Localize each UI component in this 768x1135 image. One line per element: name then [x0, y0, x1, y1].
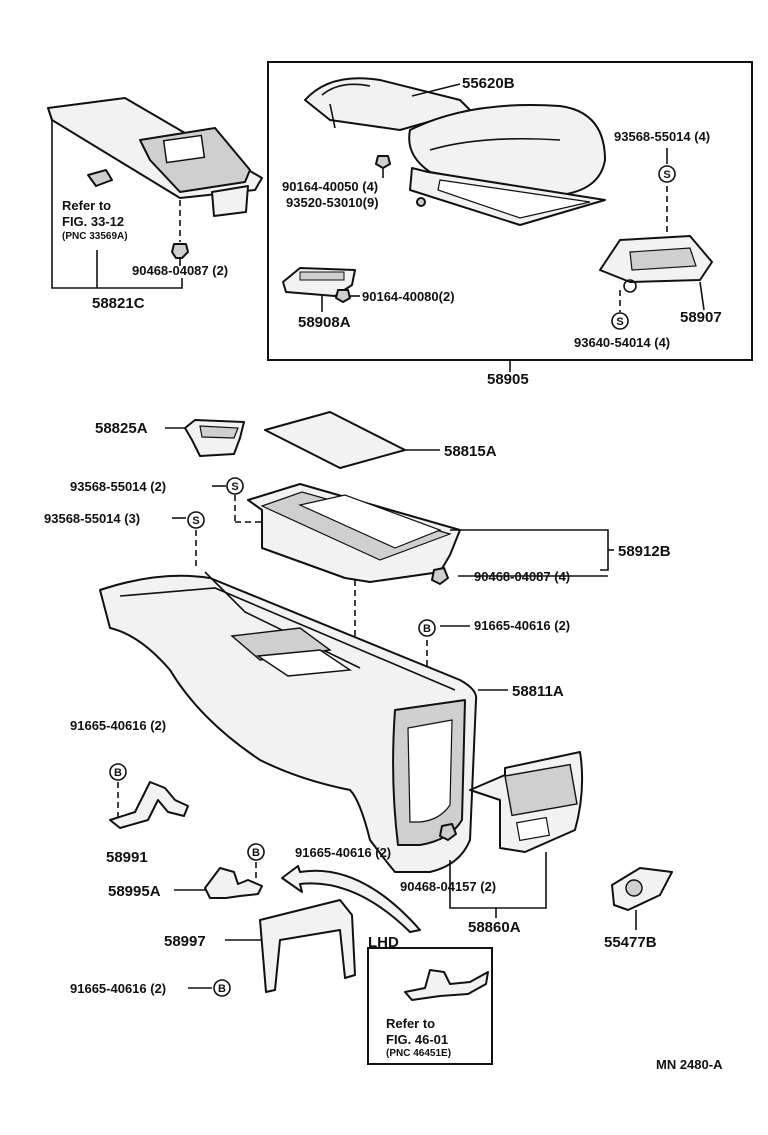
label-91665-40616-a: 91665-40616 (2): [474, 618, 571, 633]
label-refer1-line2: FIG. 33-12: [62, 214, 125, 229]
part-58811A: [99, 571, 478, 873]
label-93640-54014: 93640-54014 (4): [574, 335, 671, 350]
part-58860A: [469, 751, 584, 853]
part-55620B: [304, 77, 471, 131]
label-58907: 58907: [680, 309, 722, 326]
part-58825A: [184, 419, 245, 457]
screw-90164-40050: [375, 155, 391, 178]
part-lhd-bracket: [404, 969, 489, 1001]
label-refer2-line1: Refer to: [386, 1016, 436, 1031]
svg-text:S: S: [663, 169, 670, 181]
label-refer2-line2: FIG. 46-01: [386, 1032, 449, 1047]
label-58815A: 58815A: [444, 443, 497, 460]
part-58815A: [264, 411, 406, 469]
label-91665-40616-b: 91665-40616 (2): [70, 718, 167, 733]
label-55477B: 55477B: [604, 934, 657, 951]
label-58995A: 58995A: [108, 883, 161, 900]
badge-s-93568-55014-4: S: [658, 165, 676, 183]
label-55620B: 55620B: [462, 75, 515, 92]
part-58912B: [247, 483, 461, 583]
part-58907: [599, 235, 713, 293]
badge-b-91665-40616-a: B: [418, 619, 436, 637]
label-refer2-line3: (PNC 46451E): [386, 1048, 452, 1059]
part-58995A: [204, 867, 263, 899]
badge-b-91665-40616-d: B: [213, 979, 231, 997]
label-58821C: 58821C: [92, 295, 145, 312]
label-90164-40050: 90164-40050 (4): [282, 179, 379, 194]
badge-s-93568-55014-3: S: [187, 511, 205, 529]
badge-b-91665-40616-c: B: [247, 843, 265, 861]
badge-s-93640-54014: S: [611, 312, 629, 330]
screw-90164-40080: [335, 289, 360, 303]
label-90468-04087-a: 90468-04087 (2): [132, 263, 229, 278]
part-58997: [259, 899, 356, 993]
badge-b-91665-40616-b: B: [109, 763, 127, 781]
part-58908A: [282, 267, 356, 297]
label-lhd: LHD: [368, 934, 399, 951]
svg-text:B: B: [218, 983, 226, 995]
label-91665-40616-d: 91665-40616 (2): [70, 981, 167, 996]
leader-58821C: [51, 120, 183, 289]
screw-90468-04087-lower: [431, 567, 449, 585]
part-58991: [109, 781, 189, 829]
screw-93520-53010: [416, 197, 426, 207]
arrow-to-lhd: [281, 865, 421, 933]
svg-text:S: S: [616, 316, 623, 328]
label-93520-53010: 93520-53010(9): [286, 195, 379, 210]
svg-text:B: B: [423, 623, 431, 635]
clip-58821C: [87, 169, 113, 187]
label-figure-code: MN 2480-A: [656, 1057, 723, 1072]
label-58991: 58991: [106, 849, 148, 866]
label-90468-04087-b: 90468-04087 (4): [474, 569, 571, 584]
label-58860A: 58860A: [468, 919, 521, 936]
screw-90468-04087-upper: [171, 243, 189, 266]
label-93568-55014-3: 93568-55014 (3): [44, 511, 141, 526]
label-58825A: 58825A: [95, 420, 148, 437]
label-refer1-line3: (PNC 33569A): [62, 231, 128, 242]
badge-s-93568-55014-2: S: [226, 477, 244, 495]
svg-text:S: S: [231, 481, 238, 493]
label-refer1-line1: Refer to: [62, 198, 112, 213]
label-58912B: 58912B: [618, 543, 671, 560]
label-58811A: 58811A: [512, 683, 564, 700]
box-lhd: [367, 947, 493, 1065]
svg-text:S: S: [192, 515, 199, 527]
label-90164-40080: 90164-40080(2): [362, 289, 455, 304]
label-58997: 58997: [164, 933, 206, 950]
svg-text:B: B: [114, 767, 122, 779]
label-58908A: 58908A: [298, 314, 351, 331]
part-lid-frame: [409, 167, 606, 226]
label-90468-04157: 90468-04157 (2): [400, 879, 497, 894]
label-91665-40616-c: 91665-40616 (2): [295, 845, 392, 860]
part-armrest-lid: [408, 104, 606, 196]
label-93568-55014-4: 93568-55014 (4): [614, 129, 711, 144]
label-58905: 58905: [487, 371, 529, 388]
label-93568-55014-2: 93568-55014 (2): [70, 479, 167, 494]
svg-text:B: B: [252, 847, 260, 859]
part-58821C: [47, 97, 263, 217]
screw-90468-04157: [439, 823, 457, 841]
part-55477B: [611, 867, 673, 911]
